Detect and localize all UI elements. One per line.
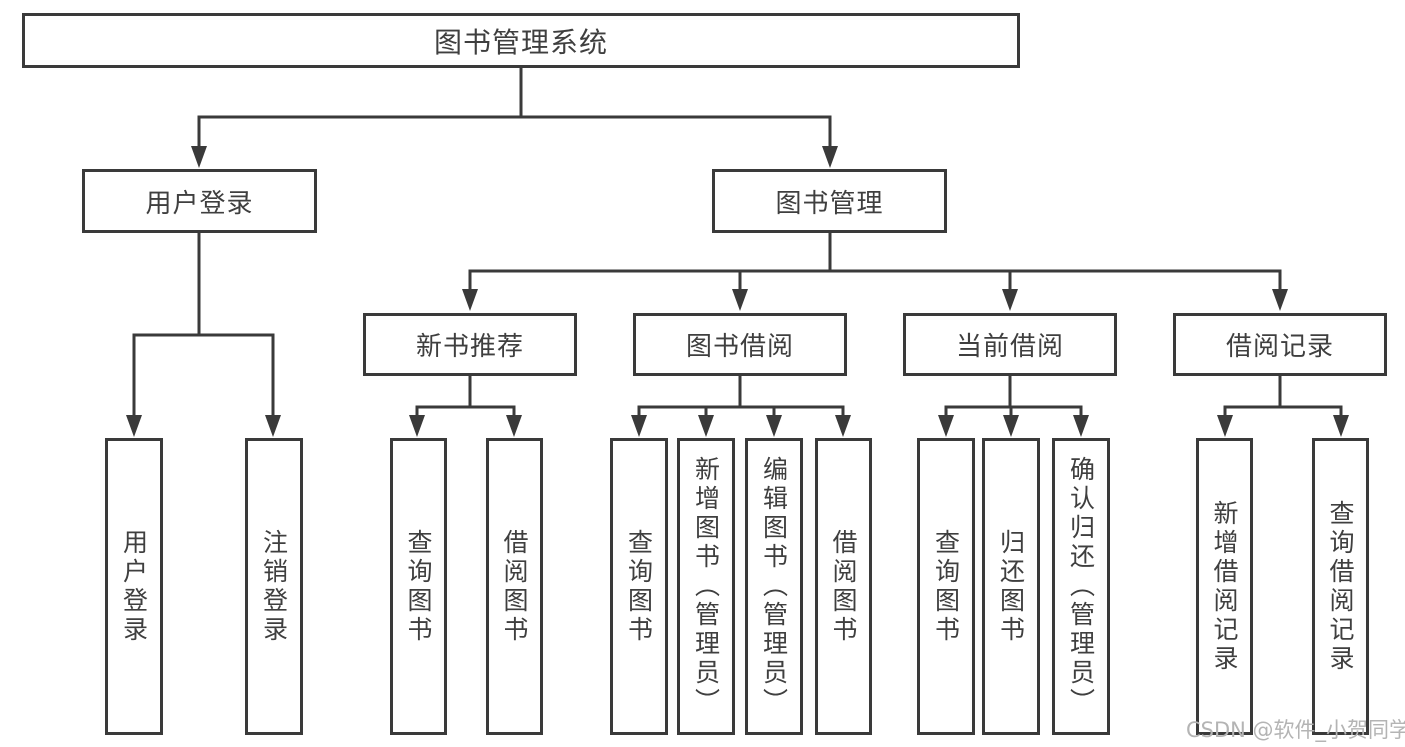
node-new-book-recommend-label: 新书推荐 (415, 332, 524, 362)
leaf-borrow-book-recommend-label: 借阅图书 (500, 528, 529, 645)
node-root-label: 图书管理系统 (433, 25, 608, 59)
leaf-logout: 注销登录 (245, 438, 303, 735)
leaf-query-book-borrow: 查询图书 (610, 438, 668, 735)
leaf-query-book-current: 查询图书 (917, 438, 975, 735)
leaf-add-book-admin-label: 新增图书（管理员） (691, 456, 721, 717)
node-borrow-records: 借阅记录 (1173, 313, 1387, 376)
node-user-login: 用户登录 (82, 169, 317, 233)
node-book-management-label: 图书管理 (775, 188, 884, 219)
leaf-edit-book-admin-label: 编辑图书（管理员） (759, 456, 789, 717)
csdn-watermark: CSDN @软件_小贺同学 (1186, 718, 1405, 742)
leaf-user-login-label: 用户登录 (119, 528, 149, 645)
node-book-borrow: 图书借阅 (633, 313, 847, 376)
leaf-borrow-book-recommend: 借阅图书 (486, 438, 543, 735)
leaf-return-book: 归还图书 (982, 438, 1040, 735)
leaf-return-book-label: 归还图书 (996, 528, 1026, 645)
leaf-query-book-recommend-label: 查询图书 (404, 528, 433, 645)
leaf-query-book-recommend: 查询图书 (390, 438, 447, 735)
leaf-logout-label: 注销登录 (259, 528, 289, 645)
node-book-management: 图书管理 (712, 169, 947, 233)
leaf-edit-book-admin: 编辑图书（管理员） (745, 438, 803, 735)
leaf-add-book-admin: 新增图书（管理员） (677, 438, 735, 735)
leaf-query-book-current-label: 查询图书 (931, 528, 961, 645)
leaf-confirm-return-admin: 确认归还（管理员） (1052, 438, 1110, 735)
node-new-book-recommend: 新书推荐 (363, 313, 577, 376)
node-borrow-records-label: 借阅记录 (1225, 332, 1334, 362)
leaf-user-login: 用户登录 (105, 438, 163, 735)
leaf-borrow-book-label: 借阅图书 (829, 528, 858, 645)
leaf-add-borrow-record: 新增借阅记录 (1196, 438, 1253, 735)
leaf-query-borrow-record-label: 查询借阅记录 (1326, 499, 1355, 674)
node-book-borrow-label: 图书借阅 (685, 332, 794, 362)
node-current-borrow-label: 当前借阅 (955, 332, 1064, 362)
leaf-borrow-book: 借阅图书 (815, 438, 872, 735)
leaf-add-borrow-record-label: 新增借阅记录 (1210, 499, 1239, 674)
node-current-borrow: 当前借阅 (903, 313, 1117, 376)
leaf-confirm-return-admin-label: 确认归还（管理员） (1066, 456, 1096, 717)
leaf-query-borrow-record: 查询借阅记录 (1312, 438, 1369, 735)
node-user-login-label: 用户登录 (145, 188, 254, 219)
leaf-query-book-borrow-label: 查询图书 (624, 528, 654, 645)
node-root: 图书管理系统 (22, 13, 1020, 68)
